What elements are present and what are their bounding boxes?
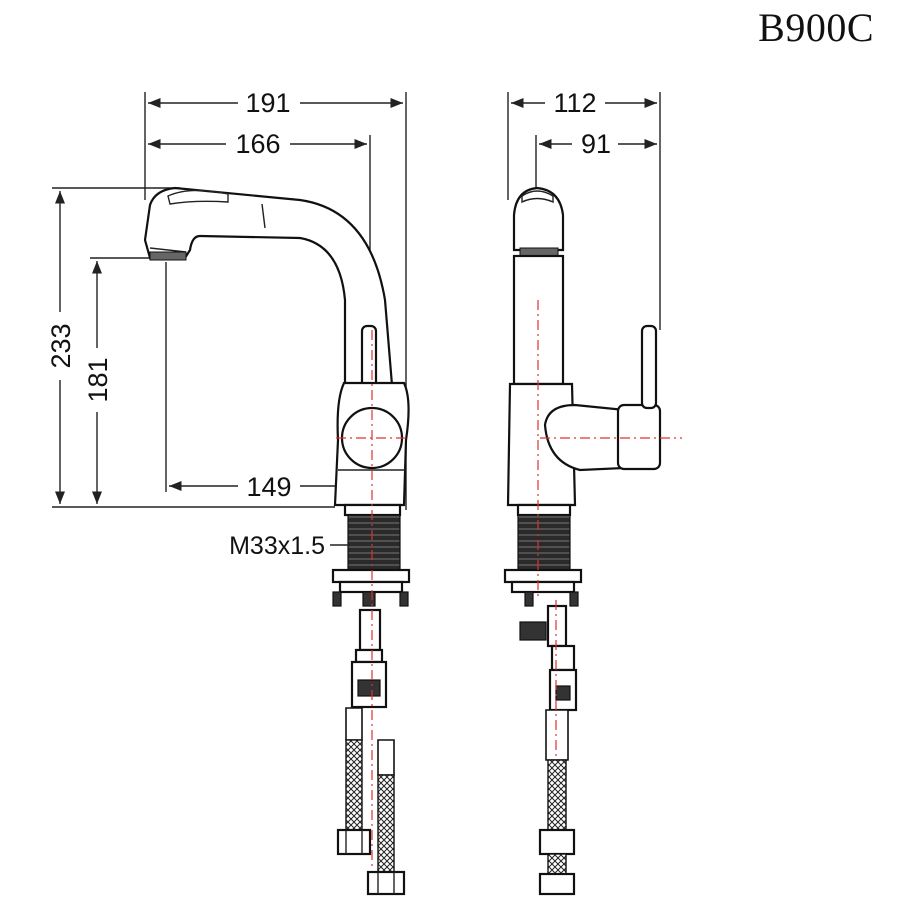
dimension-label-total-height: 233	[46, 323, 76, 368]
dimension-label-spout-height: 181	[83, 357, 113, 402]
dimension-label-spout-reach: 166	[235, 129, 280, 159]
dimension-spout-reach: 166	[148, 129, 367, 159]
dimension-total-height: 233	[46, 191, 76, 504]
dimension-side-handle-depth: 91	[539, 129, 657, 159]
dimension-spout-height: 181	[83, 261, 113, 504]
dimension-label-side-handle-depth: 91	[581, 129, 611, 159]
dimension-total-reach: 191	[148, 88, 403, 118]
dimension-label-spout-center-reach: 149	[246, 472, 291, 502]
thread-callout: M33x1.5	[229, 532, 350, 560]
side-view: 112 91	[503, 88, 682, 896]
dimension-spout-center-reach: 149	[169, 472, 367, 502]
front-center-lines	[336, 330, 410, 870]
model-code: B900C	[758, 5, 874, 50]
thread-label: M33x1.5	[229, 532, 325, 560]
dimension-label-total-reach: 191	[245, 88, 290, 118]
dimension-side-depth: 112	[511, 88, 657, 118]
dimension-label-side-depth: 112	[553, 88, 596, 118]
side-faucet-body	[503, 186, 662, 896]
side-extension-lines	[507, 92, 661, 330]
side-center-lines	[537, 300, 682, 760]
front-view: 191 166 233 181 149	[46, 88, 411, 896]
